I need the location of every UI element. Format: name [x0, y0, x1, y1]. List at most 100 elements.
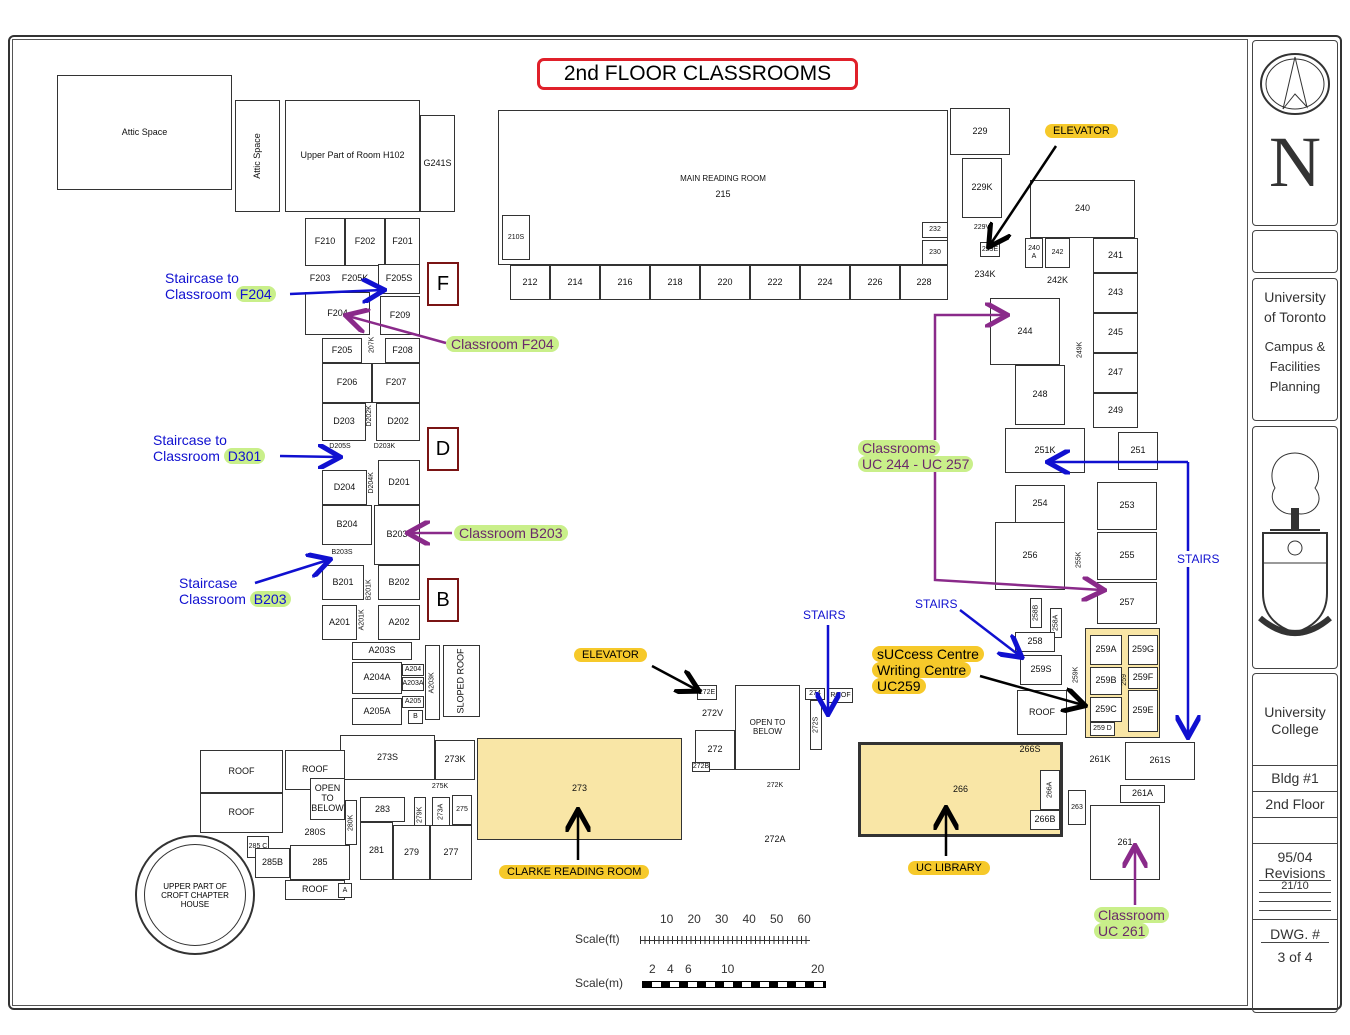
room: 272V — [695, 705, 730, 723]
room-label: 251 — [1130, 445, 1146, 456]
room: 214 — [550, 265, 600, 300]
room-label: 285B — [261, 857, 284, 868]
success-centre-line1: sUCcess Centre — [872, 646, 984, 662]
classroom-261-annotation: Classroom UC 261 — [1094, 907, 1169, 939]
room: 212 — [510, 265, 550, 300]
room: F208 — [385, 338, 420, 363]
scale-ft-tick: 30 — [715, 912, 729, 926]
room: F207 — [372, 363, 420, 403]
room-label: 218 — [667, 276, 683, 287]
arrow-staircase-f — [289, 290, 382, 294]
room: ROOF — [200, 793, 283, 833]
room-label: 273K — [444, 754, 466, 765]
room: 253 — [1097, 482, 1157, 530]
coat-of-arms-icon — [1258, 452, 1332, 636]
room-label: ROOF — [228, 765, 255, 776]
room-label: 248 — [1032, 389, 1048, 400]
room-label: 263 — [1071, 803, 1083, 811]
staircase-b-line2: Classroom — [179, 591, 246, 607]
room-label: 212 — [522, 276, 538, 287]
room: 243 — [1093, 273, 1138, 313]
staircase-b-room: B203 — [249, 591, 291, 607]
room-label: 259A — [1095, 644, 1117, 655]
room-label: F205K — [341, 273, 369, 284]
room-label: 272K — [766, 781, 784, 789]
room-label: F206 — [336, 377, 358, 388]
room: 228 — [900, 265, 948, 300]
room: B202 — [378, 565, 420, 600]
room-label: 259 D — [1093, 725, 1112, 733]
building-number: Bldg #1 — [1253, 766, 1337, 792]
staircase-d-room: D301 — [223, 448, 266, 464]
room-label: 255 — [1119, 550, 1135, 561]
room: ROOF — [200, 750, 283, 793]
room-label: 266B — [1034, 814, 1056, 825]
room-label: 210S — [507, 233, 525, 241]
room: F202 — [345, 218, 385, 266]
arrow-elevator-bottom — [651, 664, 697, 690]
org-line2: of Toronto — [1263, 309, 1326, 325]
room-label: 224 — [817, 276, 833, 287]
room: 220 — [700, 265, 750, 300]
room-label: OPEN TO BELOW — [311, 783, 344, 813]
room-label: 253 — [1119, 500, 1135, 511]
room: D202 — [376, 403, 420, 441]
room-label: Upper Part of Room H102 — [300, 150, 405, 161]
room: 259E — [1128, 690, 1158, 732]
open-to-below-label: OPEN TO BELOW — [749, 717, 786, 736]
arrow-classroom-f204 — [348, 316, 447, 345]
library-room-number: 266 — [952, 783, 969, 794]
drawing-frame — [8, 35, 1342, 1010]
room: B — [408, 710, 423, 724]
arrow-elevator-top — [990, 145, 1058, 245]
staircase-f-room: F204 — [235, 286, 276, 302]
room: 275 — [452, 795, 472, 825]
compass-icon — [1260, 53, 1330, 115]
room-label: 281 — [368, 845, 385, 856]
page-title: 2nd FLOOR CLASSROOMS — [537, 58, 858, 90]
room-label: F204 — [327, 307, 348, 318]
room-label: 229K — [971, 182, 993, 193]
room-label: 273S — [376, 751, 399, 762]
classroom-261-line1: Classroom — [1094, 907, 1169, 923]
room: 263 — [1068, 790, 1086, 825]
main-reading-room-name: MAIN READING ROOM — [680, 174, 766, 184]
revision-date: 21/10 — [1259, 881, 1331, 893]
main-reading-room-number: 215 — [715, 188, 731, 199]
room-label: ROOF — [302, 764, 328, 775]
staircase-f-line2: Classroom — [165, 286, 232, 302]
room: 258A — [1050, 608, 1062, 638]
room: D203K — [362, 441, 407, 453]
room-label: 261S — [1149, 755, 1171, 766]
room: SLOPED ROOF — [443, 645, 480, 717]
room-label: F208 — [392, 344, 413, 355]
room-label: B — [413, 713, 418, 721]
room: F205K — [335, 268, 375, 290]
room: 234K — [950, 262, 1020, 287]
room-label: 240 — [1074, 203, 1091, 214]
room: D203 — [322, 403, 366, 441]
room: 258B — [1030, 598, 1042, 628]
scale-m-tick: 6 — [685, 962, 692, 976]
room: D204 — [322, 470, 367, 505]
room-label: 232 — [929, 226, 941, 234]
room: 249 — [1093, 393, 1138, 428]
classrooms-uc-line1: Classrooms — [858, 440, 940, 456]
scale-ft-tick: 20 — [687, 912, 701, 926]
wing-letter-d: D — [427, 427, 459, 471]
room-label: 222 — [767, 276, 783, 287]
room-label: Attic Space — [121, 126, 168, 137]
classrooms-uc-annotation: Classrooms UC 244 - UC 257 — [858, 440, 974, 472]
room-label: F209 — [389, 309, 411, 320]
elevator-top-label: ELEVATOR — [1045, 124, 1118, 138]
room: 261S — [1125, 742, 1195, 780]
room: 259 D — [1090, 722, 1115, 736]
room: 259S — [1020, 655, 1062, 685]
main-reading-room: MAIN READING ROOM 215 — [498, 110, 948, 265]
room-label: 229V — [973, 224, 991, 232]
success-centre-line3: UC259 — [872, 678, 926, 694]
room-label: 244 — [1017, 325, 1033, 336]
room-label: 279 — [403, 846, 420, 857]
room-label: 285 — [312, 856, 328, 867]
room: 261A — [1120, 785, 1165, 803]
